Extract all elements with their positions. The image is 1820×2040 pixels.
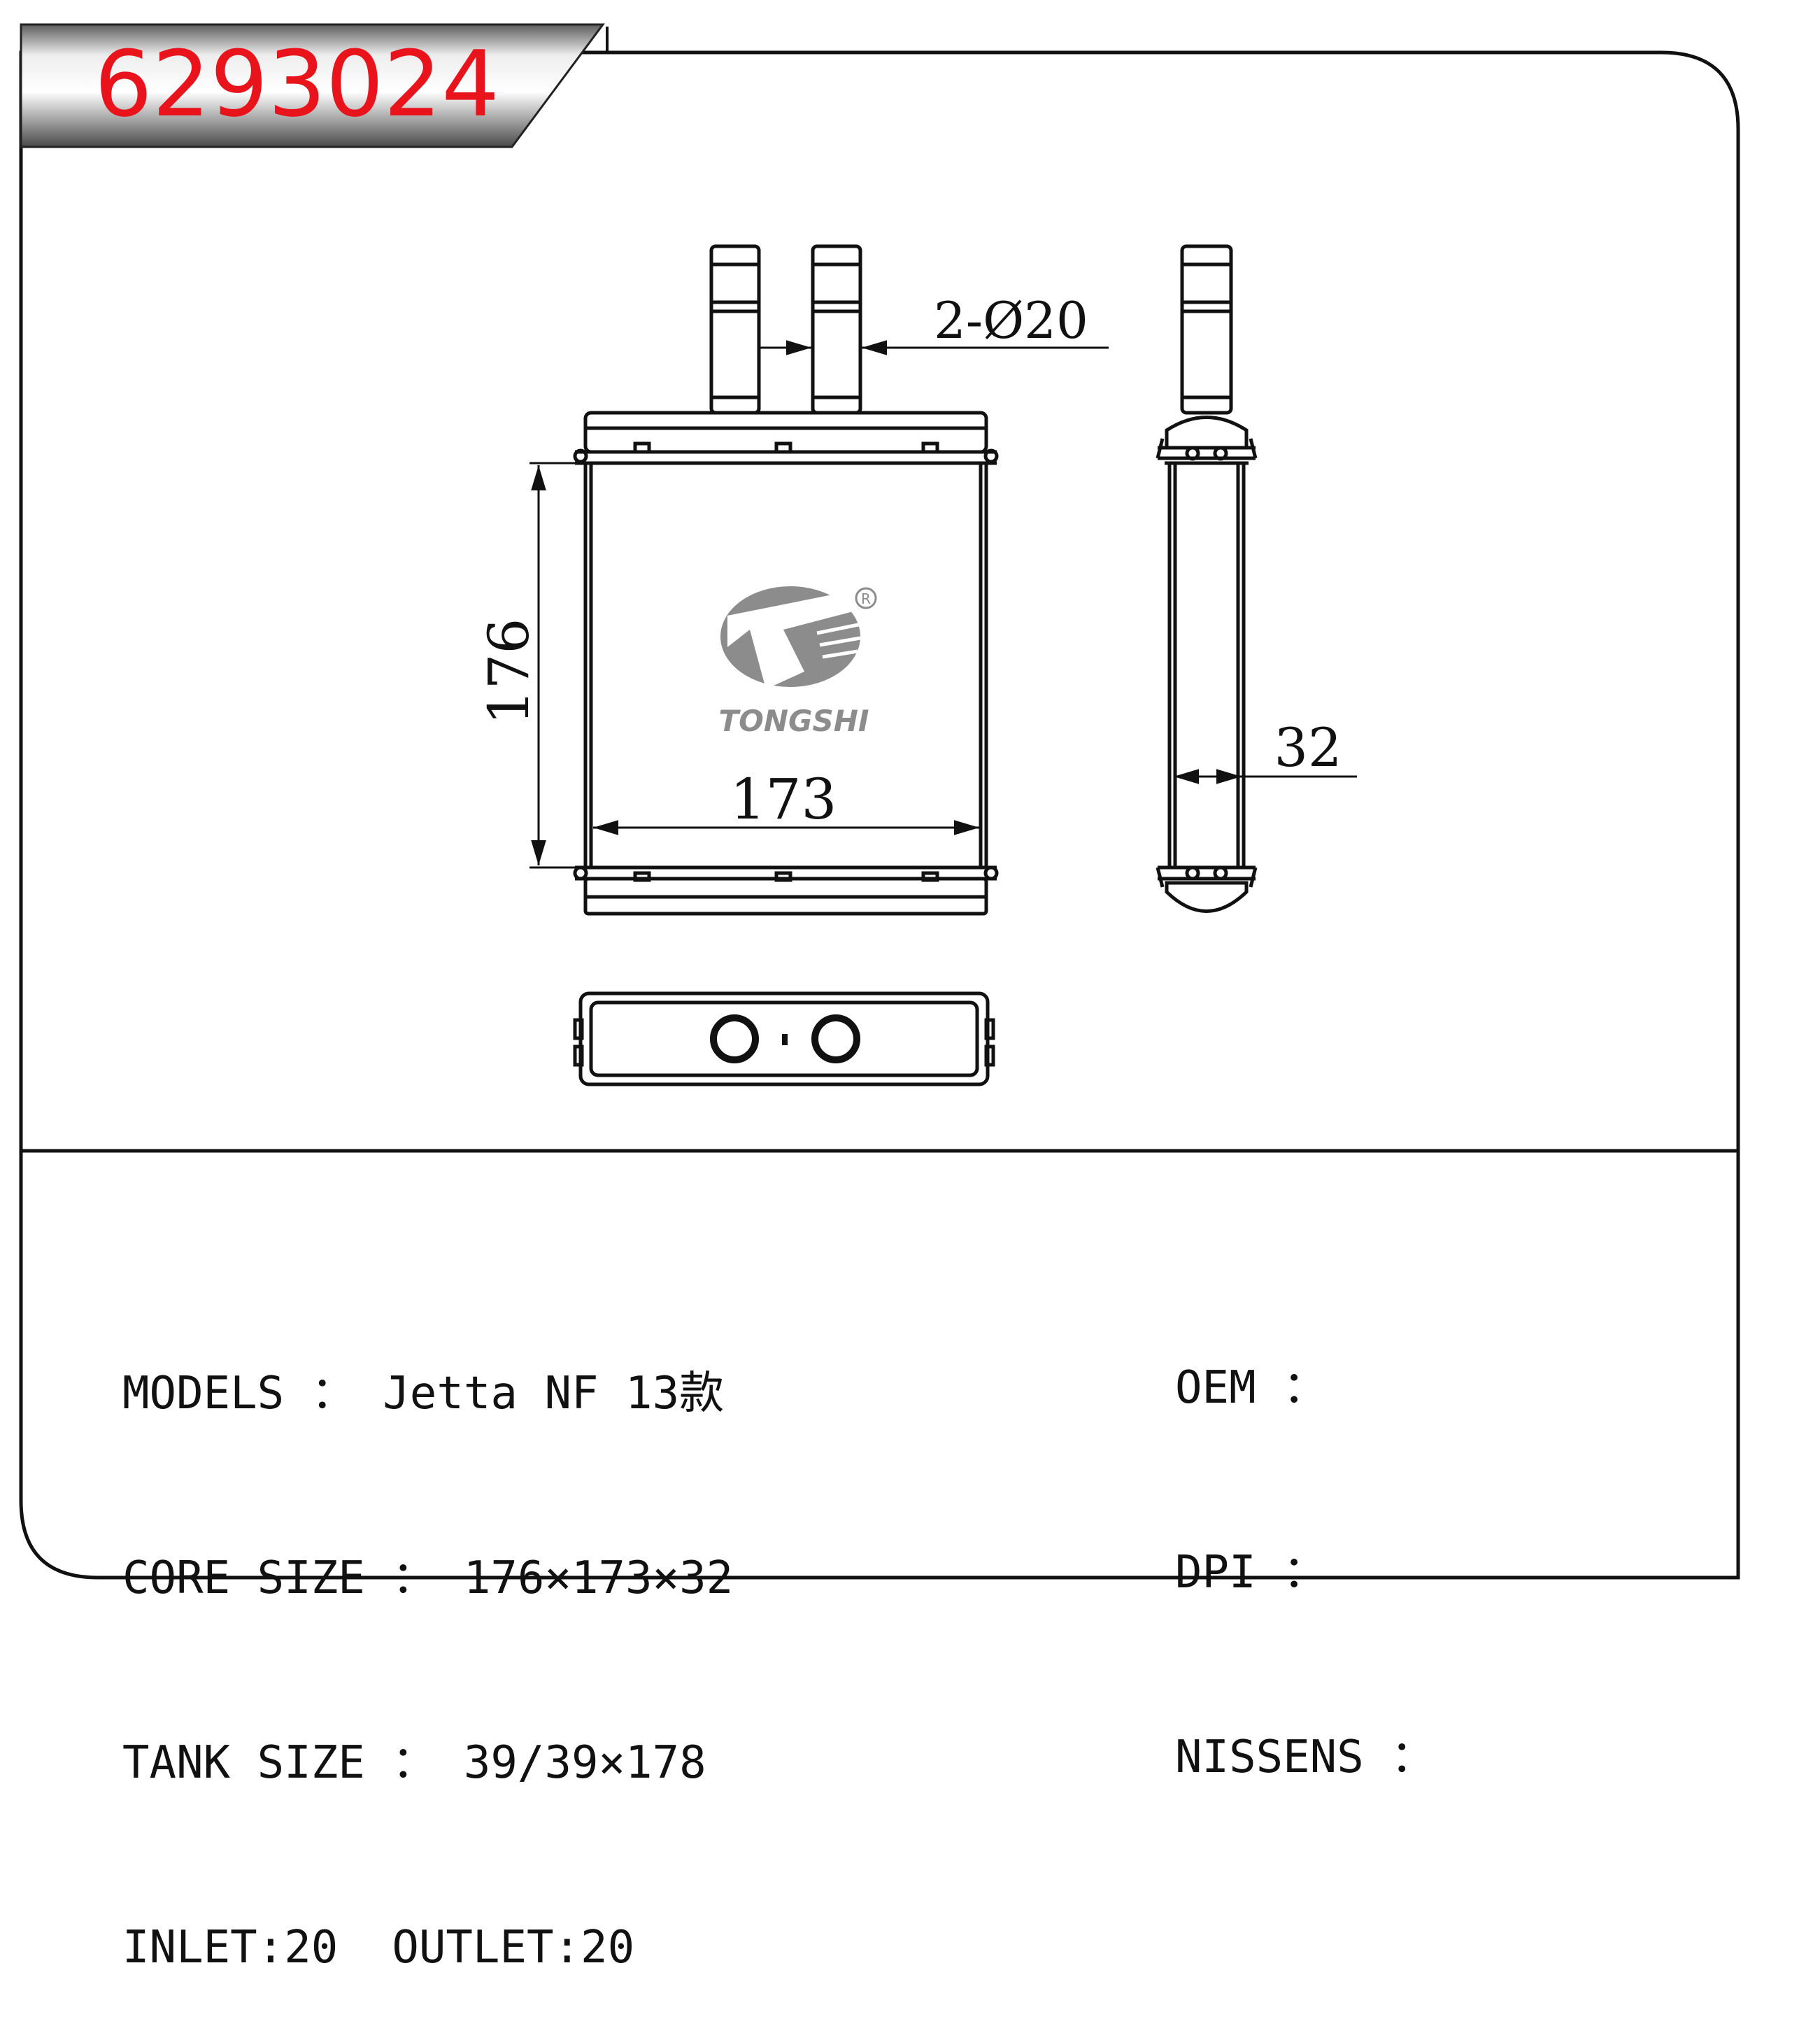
dim-height: 176 xyxy=(476,618,541,725)
spec-models: MODELS ： Jetta NF 13款 xyxy=(122,1363,733,1424)
spec-dpi: DPI ： xyxy=(1175,1542,1435,1603)
dimension-lines xyxy=(529,340,1357,869)
spec-value: OUTLET:20 xyxy=(392,1922,635,1974)
spec-separator: ： xyxy=(284,1368,383,1419)
spec-core-size: CORE SIZE ： 176×173×32 xyxy=(122,1547,733,1609)
spec-label: INLET:20 xyxy=(122,1922,339,1974)
tongshi-logo: R TONGSHI xyxy=(718,586,877,738)
part-number-banner: 6293024 xyxy=(20,23,609,148)
technical-drawing: 6293024 xyxy=(19,23,1740,1580)
registered-mark: R xyxy=(861,590,871,607)
spec-separator: ： xyxy=(364,1737,464,1789)
dim-depth: 32 xyxy=(1274,716,1342,779)
dim-width: 173 xyxy=(730,767,837,832)
spec-separator: ： xyxy=(364,1552,464,1604)
side-view xyxy=(1156,244,1258,913)
spec-label: CORE SIZE xyxy=(122,1552,365,1604)
spec-nissens: NISSENS ： xyxy=(1175,1727,1435,1788)
spec-separator: ： xyxy=(1363,1731,1436,1783)
spec-value: 39/39×178 xyxy=(463,1737,706,1789)
dim-inlet-outlet: 2-Ø20 xyxy=(934,291,1088,350)
spec-oem: OEM ： xyxy=(1175,1357,1435,1419)
top-view xyxy=(573,991,995,1086)
spec-label: TANK SIZE xyxy=(122,1737,365,1789)
spec-label: MODELS xyxy=(122,1368,285,1419)
spec-value: 176×173×32 xyxy=(463,1552,734,1604)
specs-left: MODELS ： Jetta NF 13款 CORE SIZE ： 176×17… xyxy=(122,1240,733,2040)
spec-tank-size: TANK SIZE ： 39/39×178 xyxy=(122,1732,733,1794)
brand-name: TONGSHI xyxy=(718,704,869,738)
spec-separator: ： xyxy=(1256,1362,1328,1414)
spec-label: OEM xyxy=(1175,1362,1256,1414)
outer-frame xyxy=(19,50,1740,1580)
spec-label: NISSENS xyxy=(1175,1731,1364,1783)
spec-label: DPI xyxy=(1175,1547,1256,1599)
spec-separator: ： xyxy=(1256,1547,1328,1599)
front-view xyxy=(573,244,999,916)
specs-right: OEM ： DPI ： NISSENS ： xyxy=(1175,1234,1435,1850)
spec-value: Jetta NF 13款 xyxy=(383,1368,725,1419)
spec-inlet-outlet: INLET:20 OUTLET:20 xyxy=(122,1917,733,1978)
spec-separator xyxy=(338,1922,392,1974)
part-number: 6293024 xyxy=(94,31,499,137)
